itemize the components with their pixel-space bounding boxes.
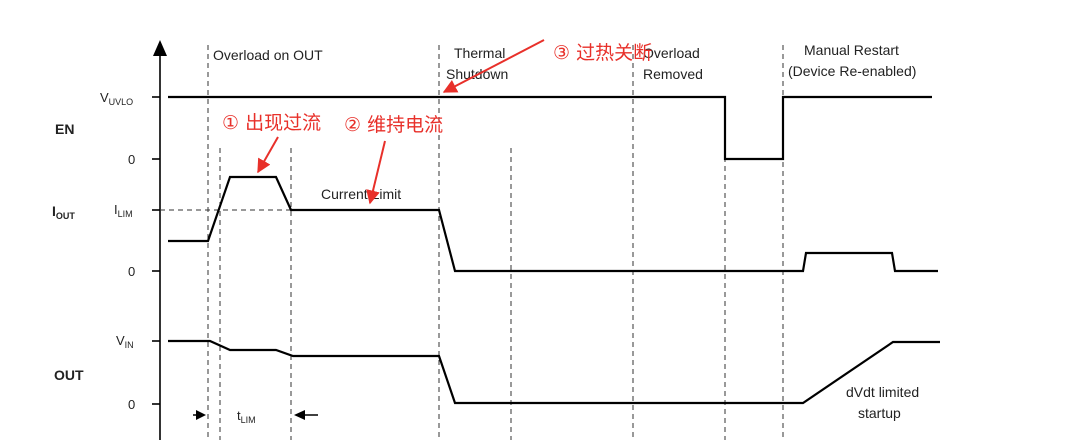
event-removed-label-1: Overload — [643, 45, 700, 61]
level-out-zero: 0 — [128, 397, 135, 412]
tlim-label: tLIM — [237, 408, 256, 425]
dvdt-label-2: startup — [858, 405, 901, 421]
event-removed-label-2: Removed — [643, 66, 703, 82]
annotation-arrow-2-icon — [366, 140, 386, 205]
annotation-arrow-1-icon — [257, 136, 279, 174]
event-overload-label: Overload on OUT — [213, 47, 323, 63]
signal-iout-label: IOUT — [52, 203, 75, 221]
event-restart-label-1: Manual Restart — [804, 42, 899, 58]
tlim-arrow-left-icon — [196, 410, 206, 420]
y-axis-arrow-icon — [153, 40, 167, 56]
level-iout-zero: 0 — [128, 264, 135, 279]
event-restart-label-2: (Device Re-enabled) — [788, 63, 916, 79]
signal-en-label: EN — [55, 121, 74, 137]
level-ilim: ILIM — [114, 202, 133, 219]
annotation-hold-current: ② 维持电流 — [344, 114, 443, 136]
dvdt-label-1: dVdt limited — [846, 384, 919, 400]
tlim-arrow-right-icon — [294, 410, 305, 420]
level-en-zero: 0 — [128, 152, 135, 167]
current-limit-label: Current Limit — [321, 186, 401, 202]
level-vin: VIN — [116, 333, 134, 350]
event-thermal-label-1: Thermal — [454, 45, 505, 61]
annotation-arrow-3-icon — [442, 39, 545, 93]
level-vuvlo: VUVLO — [100, 90, 133, 107]
waveform-iout — [168, 175, 938, 273]
annotation-overcurrent: ① 出现过流 — [222, 112, 321, 134]
waveform-en — [168, 95, 932, 161]
annotation-thermal-shutdown: ③ 过热关断 — [553, 42, 652, 64]
waveform-out — [168, 339, 940, 405]
signal-out-label: OUT — [54, 367, 84, 383]
